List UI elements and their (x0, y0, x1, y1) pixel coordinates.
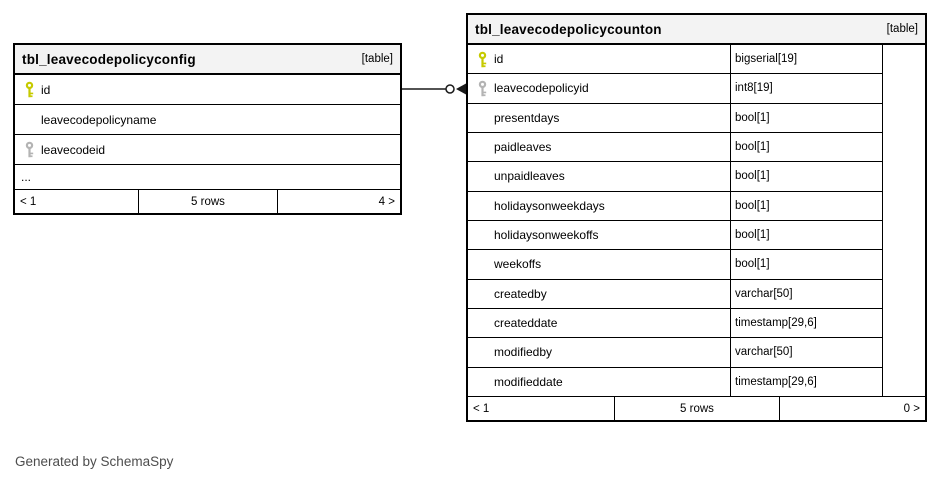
zero-cardinality-circle-icon (445, 84, 455, 94)
column-name: createdby (494, 286, 547, 301)
table-title[interactable]: tbl_leavecodepolicyconfig (22, 51, 196, 67)
foreign-key-icon (474, 80, 494, 97)
column-name-cell: leavecodepolicyid (468, 74, 730, 102)
column-name: holidaysonweekdays (494, 198, 605, 213)
column-name: modifiedby (494, 345, 553, 360)
column-name: id (494, 52, 504, 67)
column-type: varchar[50] (730, 279, 882, 308)
arrowhead-icon (456, 83, 466, 95)
column-name-cell: leavecodepolicyname (15, 105, 156, 134)
column-row: leavecodepolicyid int8[19] (468, 74, 882, 104)
table-tbl-leavecodepolicyconfig: tbl_leavecodepolicyconfig [table] id lea… (13, 43, 402, 215)
column-name-cell: unpaidleaves (468, 162, 730, 190)
column-type: timestamp[29,6] (730, 367, 882, 396)
empty-side-column (882, 45, 925, 396)
column-name: holidaysonweekoffs (494, 228, 599, 243)
column-row: leavecodeid (15, 135, 400, 165)
column-name-cell: weekoffs (468, 250, 730, 278)
ellipsis-label: ... (21, 170, 32, 184)
column-name-cell: holidaysonweekdays (468, 192, 730, 220)
table-footer: < 1 5 rows 4 > (15, 189, 400, 213)
column-name-cell: leavecodeid (15, 135, 105, 164)
column-row: createddate timestamp[29,6] (468, 308, 882, 339)
footer-children-count: < 1 (20, 195, 37, 208)
column-type: bool[1] (730, 103, 882, 132)
column-row: leavecodepolicyname (15, 105, 400, 135)
column-name: presentdays (494, 110, 560, 125)
column-name-cell: createdby (468, 280, 730, 308)
column-row: createdby varchar[50] (468, 279, 882, 309)
column-name-cell: createddate (468, 309, 730, 337)
primary-key-icon (474, 51, 494, 68)
column-name: leavecodepolicyname (41, 112, 157, 127)
generated-by-note: Generated by SchemaSpy (15, 454, 174, 469)
column-name: leavecodepolicyid (494, 81, 589, 96)
column-type: bool[1] (730, 191, 882, 220)
column-type: int8[19] (730, 74, 882, 103)
table-header: tbl_leavecodepolicyconfig [table] (15, 45, 400, 75)
column-row: id (15, 75, 400, 105)
more-columns-row: ... (15, 165, 400, 189)
column-name: weekoffs (494, 257, 542, 272)
column-name-cell: modifieddate (468, 368, 730, 396)
table-type-badge: [table] (886, 23, 918, 35)
column-row: unpaidleaves bool[1] (468, 162, 882, 192)
column-type: bool[1] (730, 250, 882, 279)
column-name-cell: presentdays (468, 104, 730, 132)
column-row: holidaysonweekdays bool[1] (468, 191, 882, 221)
column-row: presentdays bool[1] (468, 103, 882, 133)
column-type: bigserial[19] (730, 45, 882, 74)
column-name: unpaidleaves (494, 169, 565, 184)
column-name-cell: paidleaves (468, 133, 730, 161)
footer-parents-count: 0 > (778, 397, 925, 420)
primary-key-icon (21, 81, 41, 98)
column-type: varchar[50] (730, 338, 882, 367)
column-row: id bigserial[19] (468, 45, 882, 75)
table-footer: < 1 5 rows 0 > (468, 396, 925, 420)
column-type: bool[1] (730, 162, 882, 191)
table-tbl-leavecodepolicycounton: tbl_leavecodepolicycounton [table] id big… (466, 13, 927, 422)
column-row: holidaysonweekoffs bool[1] (468, 220, 882, 251)
table-type-badge: [table] (361, 53, 393, 65)
table-title[interactable]: tbl_leavecodepolicycounton (475, 21, 662, 37)
column-type: bool[1] (730, 132, 882, 162)
foreign-key-icon (21, 141, 41, 158)
column-type: bool[1] (730, 220, 882, 250)
column-name: paidleaves (494, 140, 552, 155)
column-type: timestamp[29,6] (730, 308, 882, 338)
footer-row-count: 5 rows (614, 397, 779, 420)
column-name: id (41, 82, 51, 97)
footer-parents-count: 4 > (276, 190, 400, 213)
column-row: modifieddate timestamp[29,6] (468, 367, 882, 396)
column-row: paidleaves bool[1] (468, 132, 882, 163)
column-name-cell: modifiedby (468, 338, 730, 366)
column-name: modifieddate (494, 374, 563, 389)
column-row: weekoffs bool[1] (468, 250, 882, 280)
table-header: tbl_leavecodepolicycounton [table] (468, 15, 925, 45)
relationship-connector (395, 75, 470, 103)
column-name: createddate (494, 316, 558, 331)
column-name-cell: id (468, 45, 730, 73)
column-name-cell: holidaysonweekoffs (468, 221, 730, 249)
column-row: modifiedby varchar[50] (468, 338, 882, 368)
footer-children-count: < 1 (473, 402, 490, 415)
column-name: leavecodeid (41, 142, 106, 157)
table-body: id bigserial[19] leavecodepolicyid int8[19]… (468, 45, 925, 396)
footer-row-count: 5 rows (138, 190, 277, 213)
column-name-cell: id (15, 75, 50, 104)
